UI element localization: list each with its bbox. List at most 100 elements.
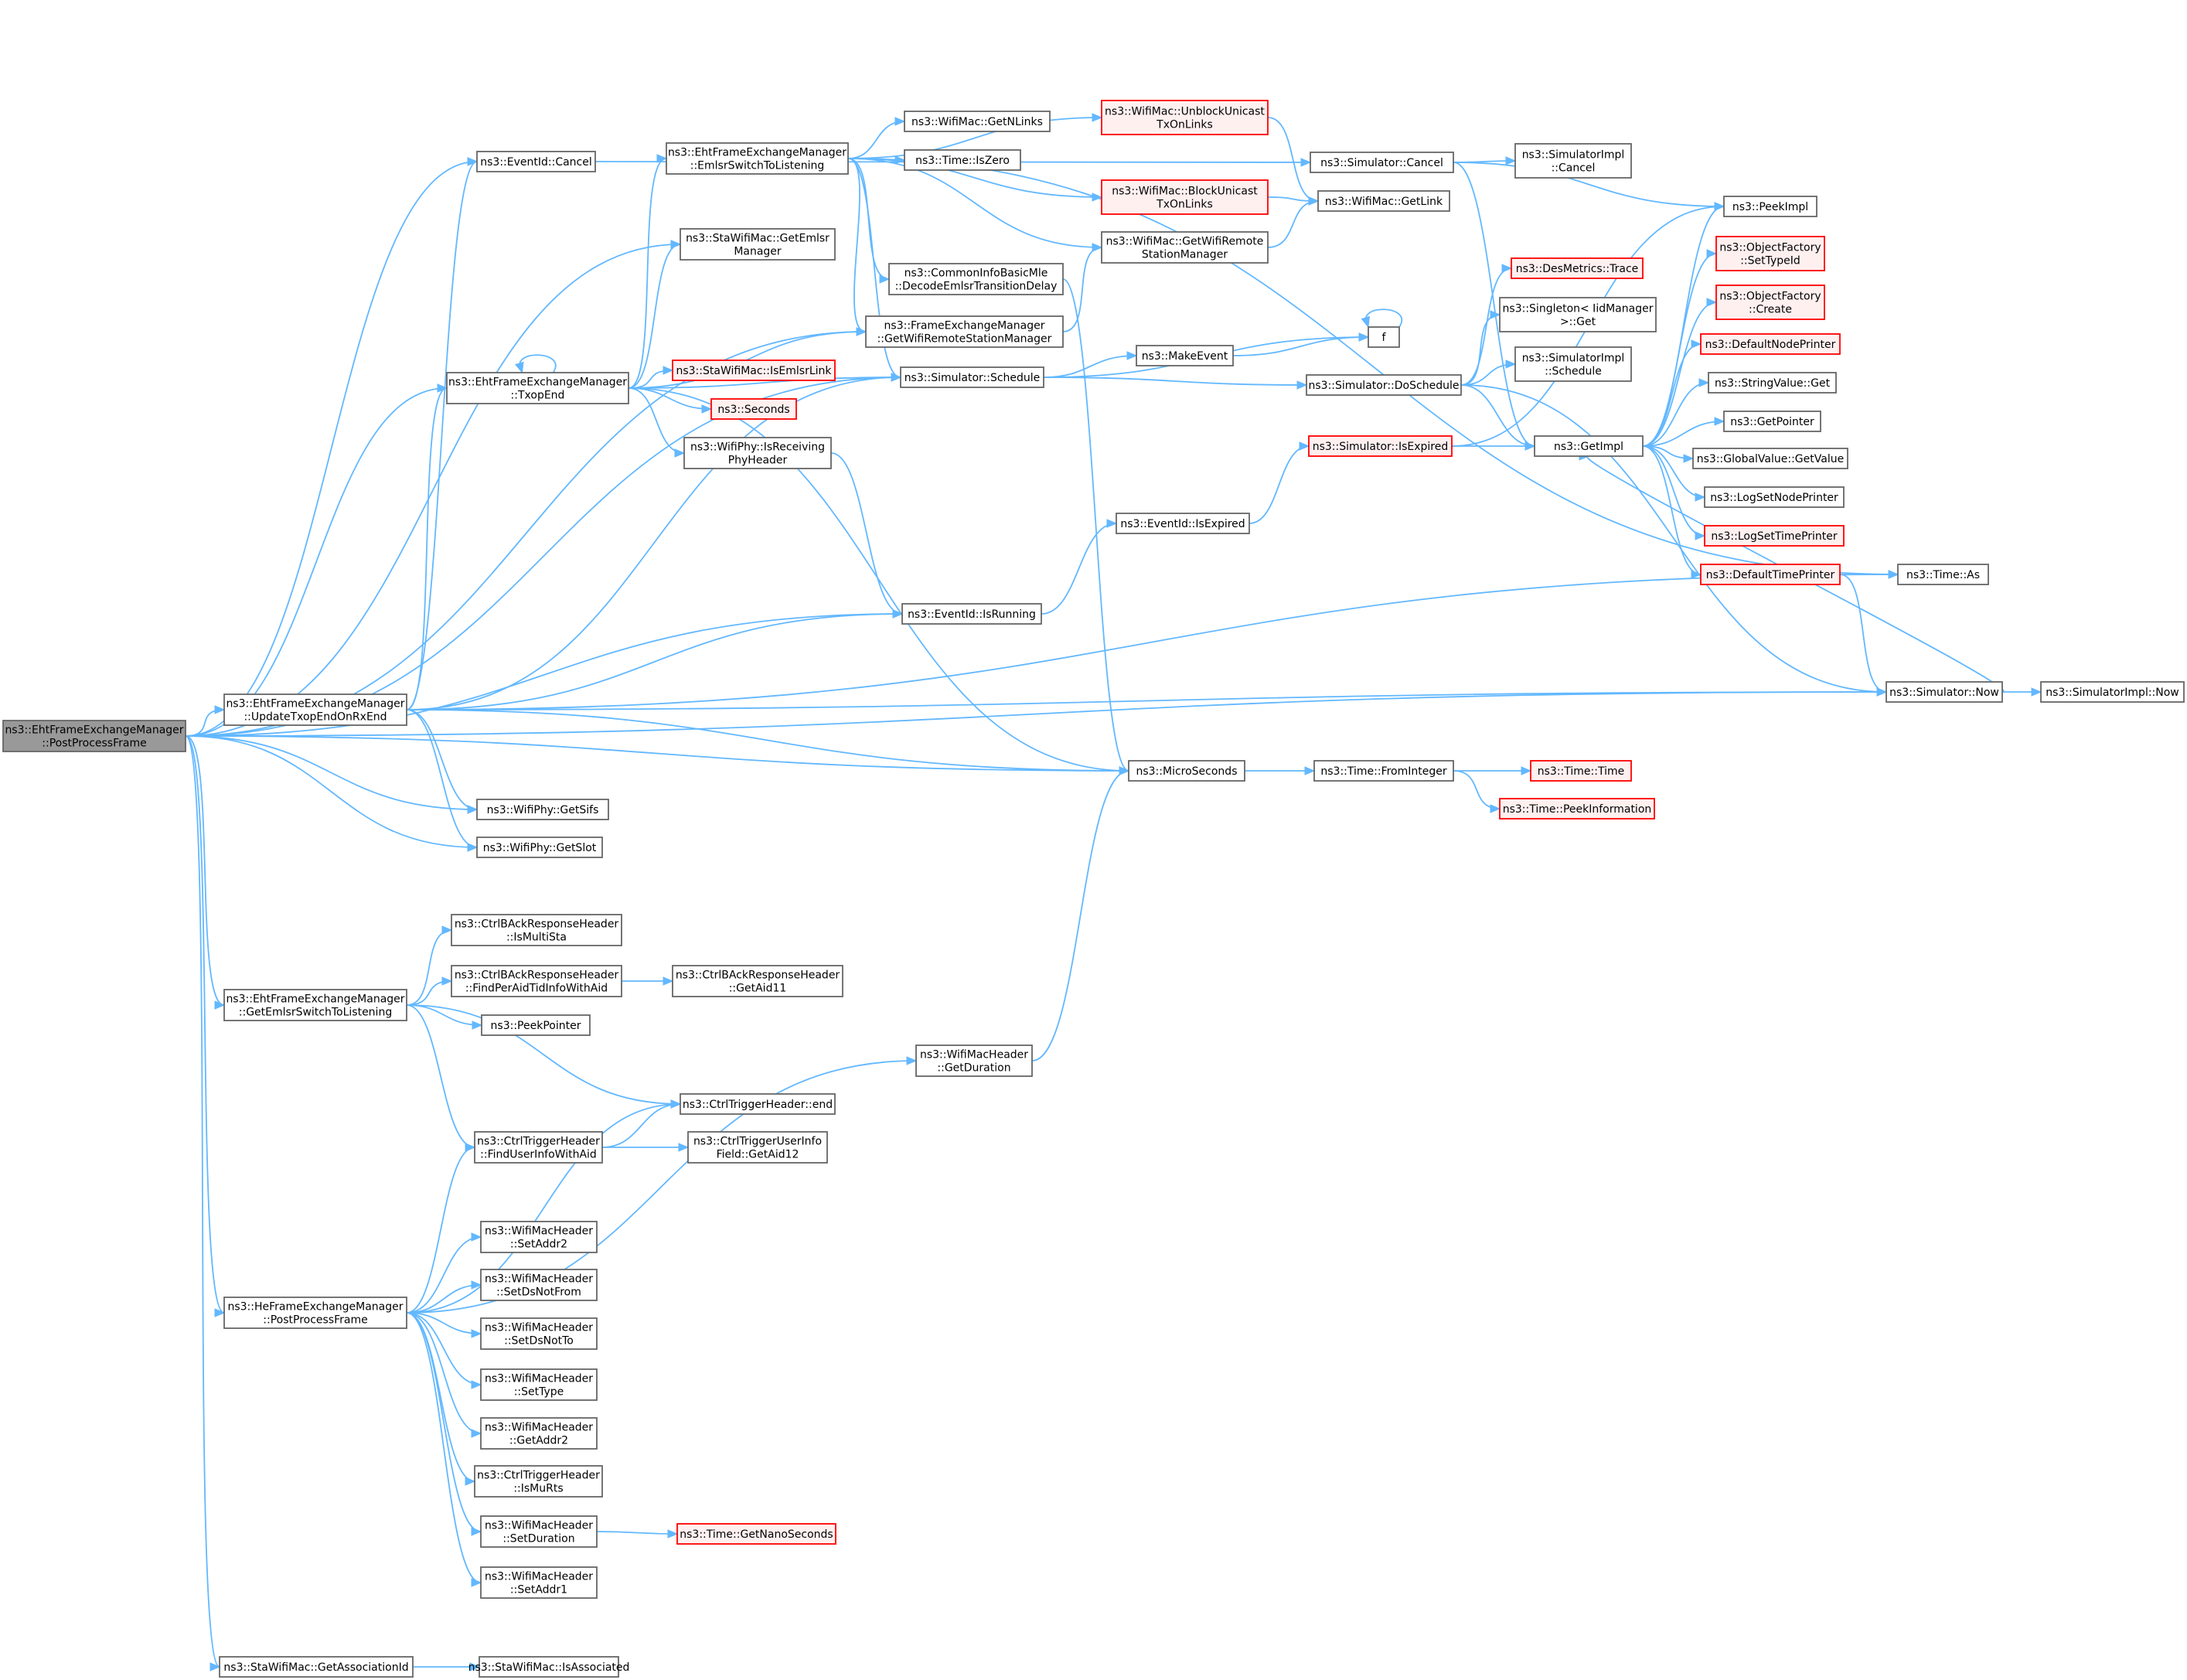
arrowhead bbox=[214, 1308, 226, 1317]
node-he-post-process[interactable]: ns3::HeFrameExchangeManager::PostProcess… bbox=[223, 1297, 407, 1329]
node-sim-schedule[interactable]: ns3::Simulator::Schedule bbox=[900, 366, 1044, 388]
node-fem-get-remote[interactable]: ns3::FrameExchangeManager::GetWifiRemote… bbox=[865, 315, 1064, 348]
node-time-get-nanoseconds[interactable]: ns3::Time::GetNanoSeconds bbox=[676, 1523, 836, 1545]
node-sim-cancel[interactable]: ns3::Simulator::Cancel bbox=[1310, 152, 1454, 173]
node-peek-pointer[interactable]: ns3::PeekPointer bbox=[481, 1014, 591, 1036]
node-trigger-end[interactable]: ns3::CtrlTriggerHeader::end bbox=[680, 1093, 836, 1115]
arrowhead bbox=[1706, 298, 1718, 307]
node-wifimac-header-get-duration[interactable]: ns3::WifiMacHeader::GetDuration bbox=[915, 1044, 1033, 1077]
node-set-duration[interactable]: ns3::WifiMacHeader::SetDuration bbox=[480, 1515, 598, 1548]
node-trigger-find-user[interactable]: ns3::CtrlTriggerHeader::FindUserInfoWith… bbox=[474, 1131, 603, 1164]
node-set-addr2[interactable]: ns3::WifiMacHeader::SetAddr2 bbox=[480, 1221, 598, 1253]
arrowhead bbox=[441, 925, 453, 935]
node-ba-find-per-aid[interactable]: ns3::CtrlBAckResponseHeader::FindPerAidT… bbox=[451, 965, 622, 997]
node-time-time[interactable]: ns3::Time::Time bbox=[1530, 760, 1632, 782]
node-label: ns3::Simulator::Now bbox=[1889, 687, 1999, 699]
node-simimpl-schedule[interactable]: ns3::SimulatorImpl::Schedule bbox=[1514, 346, 1632, 382]
node-set-addr1[interactable]: ns3::WifiMacHeader::SetAddr1 bbox=[480, 1566, 598, 1599]
node-set-ds-not-to[interactable]: ns3::WifiMacHeader::SetDsNotTo bbox=[480, 1317, 598, 1350]
edge-microseconds-to-time_from_integer bbox=[1244, 766, 1316, 775]
node-label: ::SetAddr2 bbox=[510, 1239, 567, 1251]
node-mac-get-remote[interactable]: ns3::WifiMac::GetWifiRemoteStationManage… bbox=[1101, 231, 1269, 264]
node-simimpl-now[interactable]: ns3::SimulatorImpl::Now bbox=[2040, 681, 2185, 703]
node-set-type[interactable]: ns3::WifiMacHeader::SetType bbox=[480, 1368, 598, 1401]
node-default-time-printer[interactable]: ns3::DefaultTimePrinter bbox=[1700, 564, 1841, 585]
node-des-metrics-trace[interactable]: ns3::DesMetrics::Trace bbox=[1511, 257, 1644, 279]
node-eventid-cancel[interactable]: ns3::EventId::Cancel bbox=[476, 151, 596, 172]
node-sim-do-schedule[interactable]: ns3::Simulator::DoSchedule bbox=[1306, 374, 1462, 396]
node-peek-impl[interactable]: ns3::PeekImpl bbox=[1723, 196, 1817, 217]
edge-get_impl-to-default_time_printer bbox=[1642, 445, 1702, 579]
node-box bbox=[223, 693, 407, 726]
node-get-slot[interactable]: ns3::WifiPhy::GetSlot bbox=[476, 837, 603, 858]
node-trigger-is-mu-rts[interactable]: ns3::CtrlTriggerHeader::IsMuRts bbox=[474, 1465, 603, 1498]
edge-update_txop-to-get_slot bbox=[406, 709, 479, 852]
node-sim-now[interactable]: ns3::Simulator::Now bbox=[1886, 681, 2003, 703]
edge-he_post_process-to-set_addr2 bbox=[406, 1232, 482, 1314]
node-txop-end[interactable]: ns3::EhtFrameExchangeManager::TxopEnd bbox=[446, 372, 629, 404]
node-time-is-zero[interactable]: ns3::Time::IsZero bbox=[904, 149, 1021, 171]
node-string-value-get[interactable]: ns3::StringValue::Get bbox=[1708, 372, 1837, 394]
edges-layer bbox=[185, 113, 2042, 1671]
node-get-pointer[interactable]: ns3::GetPointer bbox=[1723, 411, 1821, 432]
node-label: ns3::Simulator::IsExpired bbox=[1313, 441, 1449, 453]
node-default-node-printer[interactable]: ns3::DefaultNodePrinter bbox=[1700, 333, 1841, 355]
node-emlsr-switch[interactable]: ns3::EhtFrameExchangeManager::EmlsrSwitc… bbox=[666, 142, 849, 175]
node-box bbox=[1308, 435, 1453, 457]
node-set-ds-not-from[interactable]: ns3::WifiMacHeader::SetDsNotFrom bbox=[480, 1269, 598, 1301]
node-get-sifs[interactable]: ns3::WifiPhy::GetSifs bbox=[476, 799, 609, 820]
node-box bbox=[680, 228, 836, 261]
node-wifimac-get-link[interactable]: ns3::WifiMac::GetLink bbox=[1317, 190, 1450, 212]
node-time-peek-info[interactable]: ns3::Time::PeekInformation bbox=[1499, 798, 1655, 820]
node-f[interactable]: f bbox=[1368, 326, 1400, 348]
node-update-txop[interactable]: ns3::EhtFrameExchangeManager::UpdateTxop… bbox=[223, 693, 407, 726]
node-label: ns3::CtrlBAckResponseHeader bbox=[676, 969, 840, 982]
node-of-set-type-id[interactable]: ns3::ObjectFactory::SetTypeId bbox=[1715, 236, 1825, 271]
node-box bbox=[451, 914, 622, 946]
node-sta-is-associated[interactable]: ns3::StaWifiMac::IsAssociated bbox=[468, 1656, 630, 1678]
node-global-value-get[interactable]: ns3::GlobalValue::GetValue bbox=[1692, 448, 1848, 469]
node-label: ns3::ObjectFactory bbox=[1719, 291, 1821, 303]
node-get-n-links[interactable]: ns3::WifiMac::GetNLinks bbox=[904, 111, 1051, 132]
node-time-from-integer[interactable]: ns3::Time::FromInteger bbox=[1313, 760, 1454, 782]
edge-he_post_process-to-set_type bbox=[406, 1312, 482, 1389]
node-seconds[interactable]: ns3::Seconds bbox=[710, 398, 797, 420]
node-of-create[interactable]: ns3::ObjectFactory::Create bbox=[1715, 285, 1825, 320]
edge-f-to-f bbox=[1361, 308, 1402, 329]
node-simimpl-cancel[interactable]: ns3::SimulatorImpl::Cancel bbox=[1514, 143, 1632, 179]
node-get-emlsr-switch[interactable]: ns3::EhtFrameExchangeManager::GetEmlsrSw… bbox=[223, 989, 407, 1021]
node-get-impl[interactable]: ns3::GetImpl bbox=[1534, 435, 1644, 457]
node-time-as[interactable]: ns3::Time::As bbox=[1897, 564, 1989, 585]
node-ba-get-aid11[interactable]: ns3::CtrlBAckResponseHeader::GetAid11 bbox=[672, 965, 843, 997]
node-label: ns3::EventId::IsExpired bbox=[1120, 518, 1245, 530]
edge-trigger_find_user-to-trigger_user_get_aid12 bbox=[601, 1143, 690, 1152]
node-microseconds[interactable]: ns3::MicroSeconds bbox=[1128, 760, 1245, 782]
node-make-event[interactable]: ns3::MakeEvent bbox=[1136, 345, 1234, 366]
edge-get_impl-to-string_value_get bbox=[1642, 378, 1710, 447]
node-box bbox=[1723, 196, 1817, 217]
node-eventid-is-expired[interactable]: ns3::EventId::IsExpired bbox=[1116, 513, 1250, 534]
node-sta-is-emlsr-link[interactable]: ns3::StaWifiMac::IsEmlsrLink bbox=[672, 360, 836, 381]
node-box bbox=[474, 1131, 603, 1164]
node-ba-is-multi-sta[interactable]: ns3::CtrlBAckResponseHeader::IsMultiSta bbox=[451, 914, 622, 946]
node-box bbox=[480, 1269, 598, 1301]
node-label: ::GetAid11 bbox=[729, 983, 787, 995]
node-log-set-time-printer[interactable]: ns3::LogSetTimePrinter bbox=[1704, 525, 1845, 547]
node-singleton-get[interactable]: ns3::Singleton< IidManager >::Get bbox=[1499, 297, 1657, 332]
node-root[interactable]: ns3::EhtFrameExchangeManager::PostProces… bbox=[2, 720, 186, 752]
node-log-set-node-printer[interactable]: ns3::LogSetNodePrinter bbox=[1704, 486, 1845, 508]
node-decode-emlsr[interactable]: ns3::CommonInfoBasicMle::DecodeEmlsrTran… bbox=[888, 263, 1064, 295]
node-get-assoc-id[interactable]: ns3::StaWifiMac::GetAssociationId bbox=[219, 1656, 414, 1678]
node-eventid-is-running[interactable]: ns3::EventId::IsRunning bbox=[901, 603, 1042, 625]
edge-update_txop-to-time_as bbox=[406, 570, 1899, 711]
node-label: ::SetDsNotTo bbox=[504, 1335, 574, 1348]
arrowhead bbox=[879, 274, 891, 284]
edge-get_emlsr_switch-to-peek_pointer bbox=[406, 1004, 483, 1030]
node-sim-is-expired[interactable]: ns3::Simulator::IsExpired bbox=[1308, 435, 1453, 457]
node-get-addr2[interactable]: ns3::WifiMacHeader::GetAddr2 bbox=[480, 1417, 598, 1450]
